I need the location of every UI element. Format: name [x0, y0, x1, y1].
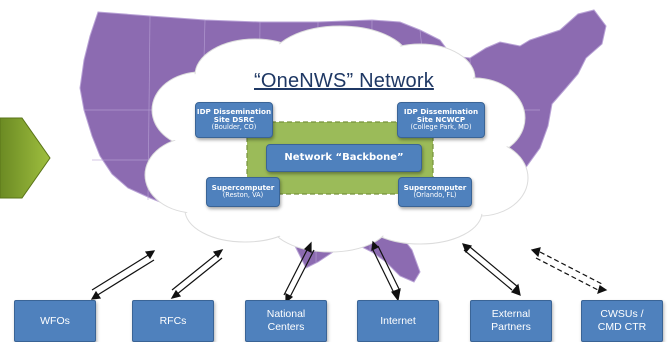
site-dsrc-title2: Site DSRC — [213, 115, 255, 125]
supercomputer-reston-title: Supercomputer — [211, 183, 275, 193]
endpoint-national-centers[interactable]: National Centers — [245, 300, 327, 342]
backbone-label-box[interactable]: Network “Backbone” — [266, 144, 422, 172]
endpoint-external-partners-line1: External — [491, 308, 531, 321]
site-dsrc-box[interactable]: IDP Dissemination Site DSRC (Boulder, CO… — [195, 102, 273, 138]
endpoint-wfos[interactable]: WFOs — [14, 300, 96, 342]
endpoint-internet[interactable]: Internet — [357, 300, 439, 342]
endpoint-rfcs-label: RFCs — [159, 314, 187, 327]
endpoint-external-partners[interactable]: External Partners — [470, 300, 552, 342]
connection-arrows — [90, 240, 608, 304]
supercomputer-orlando-title: Supercomputer — [403, 183, 467, 193]
supercomputer-reston-box[interactable]: Supercomputer (Reston, VA) — [206, 177, 280, 207]
endpoint-cwsus-line2: CMD CTR — [597, 321, 647, 333]
network-title: “OneNWS” Network — [254, 70, 434, 92]
endpoint-wfos-label: WFOs — [40, 314, 70, 327]
endpoint-rfcs[interactable]: RFCs — [132, 300, 214, 342]
endpoint-cwsus-line1: CWSUs / — [600, 308, 644, 321]
site-ncwcp-title: IDP Dissemination — [403, 106, 479, 116]
endpoint-national-centers-line1: National — [266, 308, 306, 321]
endpoint-external-partners-line2: Partners — [491, 321, 531, 333]
supercomputer-orlando-location: (Orlando, FL) — [413, 191, 457, 200]
backbone-label: Network “Backbone” — [284, 152, 404, 164]
chevron-right-icon[interactable] — [0, 117, 51, 199]
supercomputer-orlando-box[interactable]: Supercomputer (Orlando, FL) — [398, 177, 472, 207]
endpoint-internet-label: Internet — [380, 314, 416, 327]
site-ncwcp-box[interactable]: IDP Dissemination Site NCWCP (College Pa… — [397, 102, 485, 138]
supercomputer-reston-location: (Reston, VA) — [222, 191, 264, 200]
endpoint-national-centers-line2: Centers — [267, 321, 305, 333]
endpoint-cwsus-cmd-ctr[interactable]: CWSUs / CMD CTR — [581, 300, 663, 342]
site-ncwcp-title2: Site NCWCP — [416, 115, 466, 125]
site-dsrc-title: IDP Dissemination — [196, 106, 272, 116]
site-ncwcp-location: (College Park, MD) — [410, 123, 472, 132]
site-dsrc-location: (Boulder, CO) — [211, 123, 257, 132]
